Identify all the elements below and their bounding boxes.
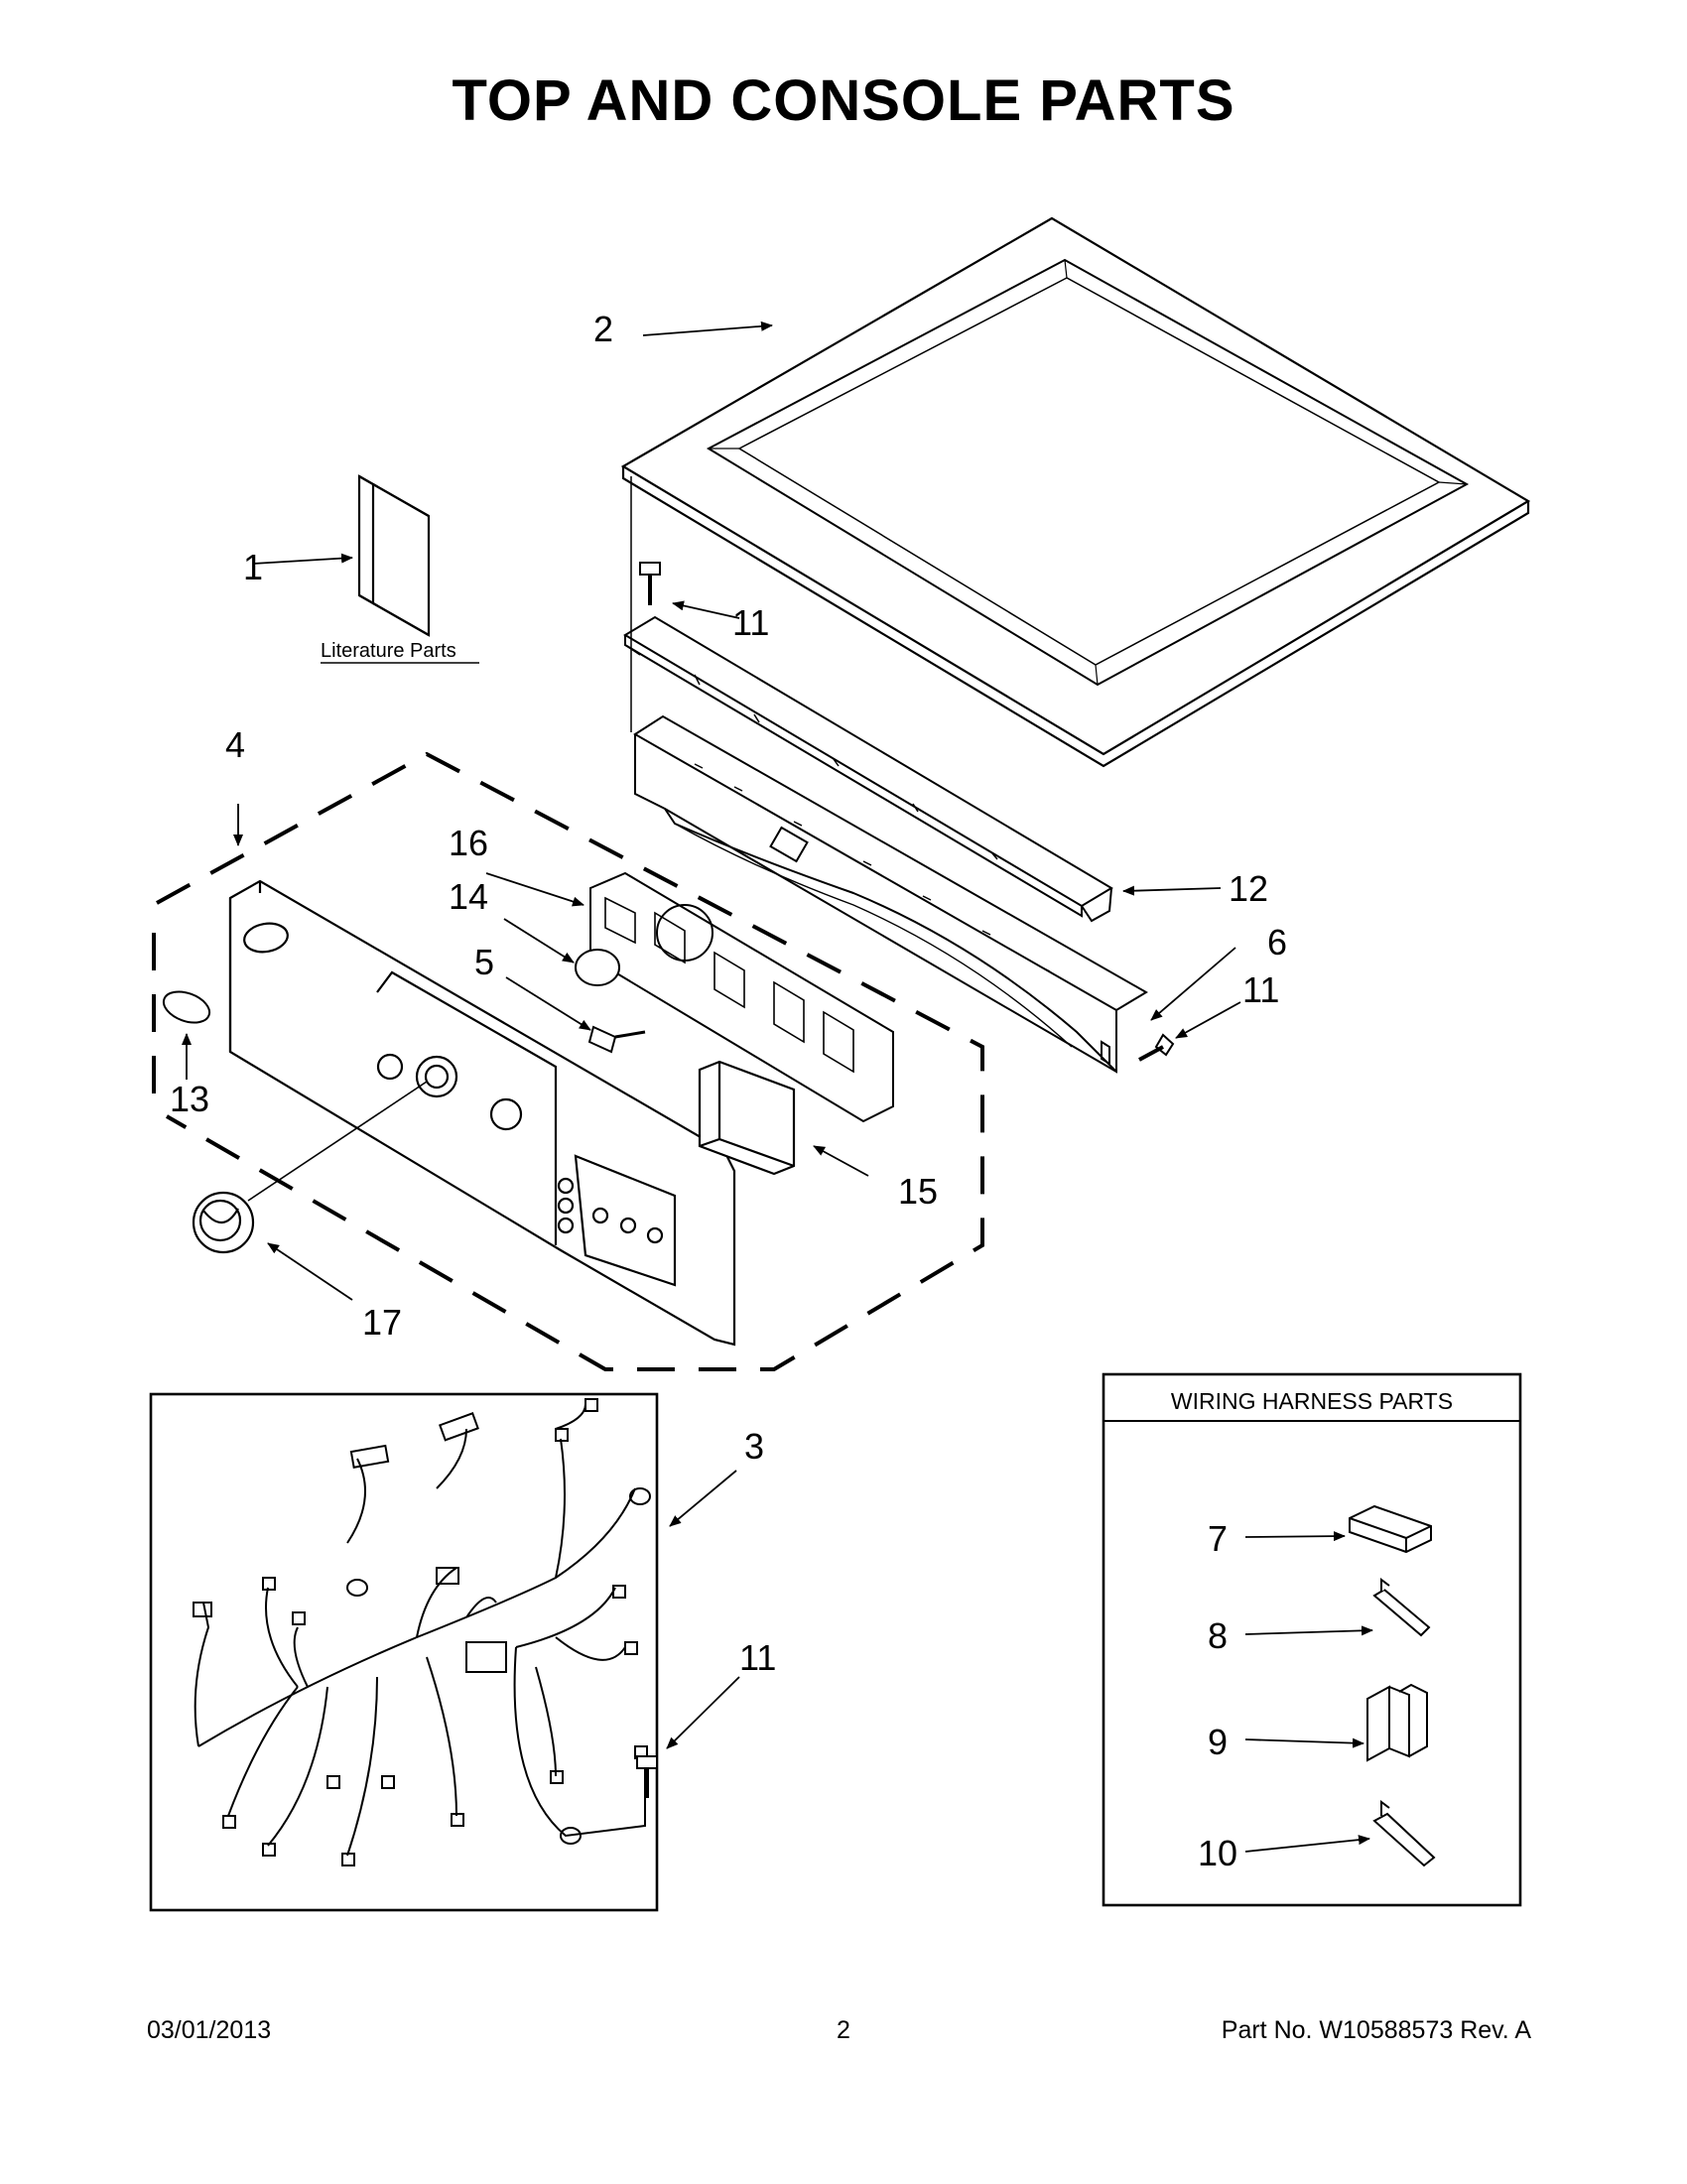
wiring-harness bbox=[193, 1398, 651, 1866]
callout-1: 1 bbox=[243, 547, 263, 587]
callout-17: 17 bbox=[362, 1302, 402, 1343]
callout-9: 9 bbox=[1208, 1722, 1228, 1762]
console-rear-panel bbox=[633, 714, 1148, 1074]
footer-date: 03/01/2013 bbox=[147, 2016, 272, 2044]
callout-7: 7 bbox=[1208, 1518, 1228, 1559]
callout-11-console: 11 bbox=[1242, 969, 1279, 1010]
callout-2: 2 bbox=[593, 309, 613, 349]
screw-console bbox=[1138, 1033, 1175, 1062]
connector-7 bbox=[1349, 1504, 1432, 1554]
connector-9 bbox=[1366, 1683, 1428, 1762]
wiring-harness-parts-box bbox=[1102, 1372, 1522, 1907]
callout-15: 15 bbox=[898, 1171, 938, 1212]
page-title: TOP AND CONSOLE PARTS bbox=[452, 68, 1235, 133]
footer-part-number: Part No. W10588573 Rev. A bbox=[1221, 2016, 1531, 2044]
wiring-harness-box bbox=[149, 1392, 659, 1912]
terminal-8 bbox=[1372, 1578, 1431, 1637]
switch-disc bbox=[575, 949, 620, 986]
console-bracket bbox=[623, 615, 1113, 923]
terminal-10 bbox=[1372, 1800, 1436, 1867]
callout-10: 10 bbox=[1198, 1833, 1237, 1873]
callout-3: 3 bbox=[744, 1426, 764, 1467]
callout-11-harness: 11 bbox=[739, 1637, 776, 1678]
screw-top bbox=[639, 562, 661, 605]
callout-12: 12 bbox=[1229, 868, 1268, 909]
callout-14: 14 bbox=[449, 876, 488, 917]
literature-book bbox=[357, 474, 431, 637]
wiring-harness-parts-title: WIRING HARNESS PARTS bbox=[1171, 1388, 1453, 1414]
callout-4: 4 bbox=[225, 724, 245, 765]
callout-6: 6 bbox=[1267, 922, 1287, 963]
control-knob bbox=[192, 1191, 255, 1254]
callout-5: 5 bbox=[474, 942, 494, 982]
console-assembly-outline bbox=[156, 751, 984, 1371]
ui-housing bbox=[698, 1060, 796, 1176]
literature-parts-label: Literature Parts bbox=[321, 640, 456, 662]
console-front-panel bbox=[228, 879, 736, 1347]
callout-16: 16 bbox=[449, 823, 488, 863]
callout-11-top: 11 bbox=[732, 602, 769, 643]
callout-13: 13 bbox=[170, 1079, 209, 1119]
console-screw bbox=[587, 1025, 646, 1054]
screw-harness bbox=[636, 1755, 658, 1798]
footer-page-number: 2 bbox=[837, 2016, 850, 2044]
callout-8: 8 bbox=[1208, 1615, 1228, 1656]
badge-logo bbox=[162, 990, 211, 1024]
top-panel bbox=[620, 216, 1531, 768]
